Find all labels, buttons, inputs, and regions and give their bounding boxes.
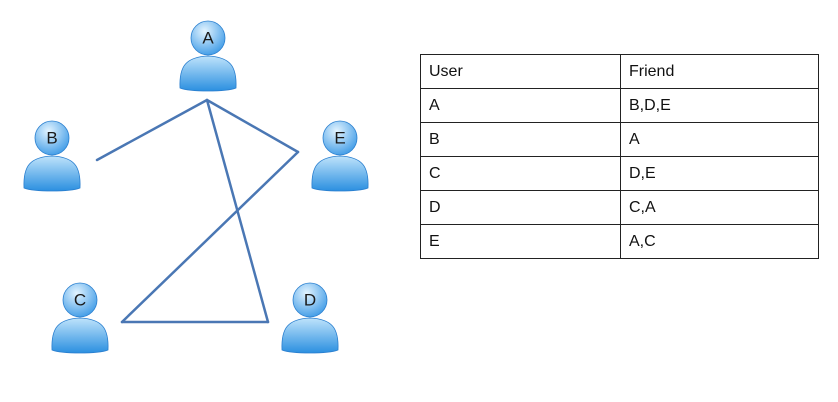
user-body-icon (23, 155, 81, 192)
edge-a-b (95, 98, 209, 162)
friends-cell: A (620, 122, 819, 157)
user-node-b: B (23, 120, 81, 192)
table-row: D C,A (420, 190, 819, 225)
node-label: E (334, 129, 345, 148)
table-row: E A,C (420, 224, 819, 259)
user-cell: C (420, 156, 621, 191)
table-row: B A (420, 122, 819, 157)
user-body-icon (179, 55, 237, 92)
friends-cell: A,C (620, 224, 819, 259)
table-header-row: User Friend (420, 54, 819, 89)
user-node-a: A (179, 20, 237, 92)
user-cell: E (420, 224, 621, 259)
friends-cell: D,E (620, 156, 819, 191)
nodes-layer: A B C D E (23, 20, 369, 354)
table-row: A B,D,E (420, 88, 819, 123)
user-head-icon (292, 282, 328, 318)
friends-cell: B,D,E (620, 88, 819, 123)
node-label: A (202, 29, 214, 48)
user-node-c: C (51, 282, 109, 354)
friend-table: User Friend A B,D,E B A C D,E D C,A E A,… (420, 54, 819, 259)
node-label: D (304, 291, 316, 310)
user-body-icon (281, 317, 339, 354)
user-body-icon (311, 155, 369, 192)
table-row: C D,E (420, 156, 819, 191)
user-head-icon (322, 120, 358, 156)
edge-c-e (120, 150, 300, 324)
header-friend: Friend (620, 54, 819, 89)
header-user: User (420, 54, 621, 89)
friends-cell: C,A (620, 190, 819, 225)
node-label: C (74, 291, 86, 310)
edge-a-e (205, 98, 300, 154)
user-node-e: E (311, 120, 369, 192)
node-label: B (46, 129, 57, 148)
user-head-icon (190, 20, 226, 56)
user-cell: A (420, 88, 621, 123)
edges-layer (95, 98, 300, 324)
user-cell: B (420, 122, 621, 157)
user-body-icon (51, 317, 109, 354)
user-node-d: D (281, 282, 339, 354)
user-cell: D (420, 190, 621, 225)
user-head-icon (34, 120, 70, 156)
user-head-icon (62, 282, 98, 318)
